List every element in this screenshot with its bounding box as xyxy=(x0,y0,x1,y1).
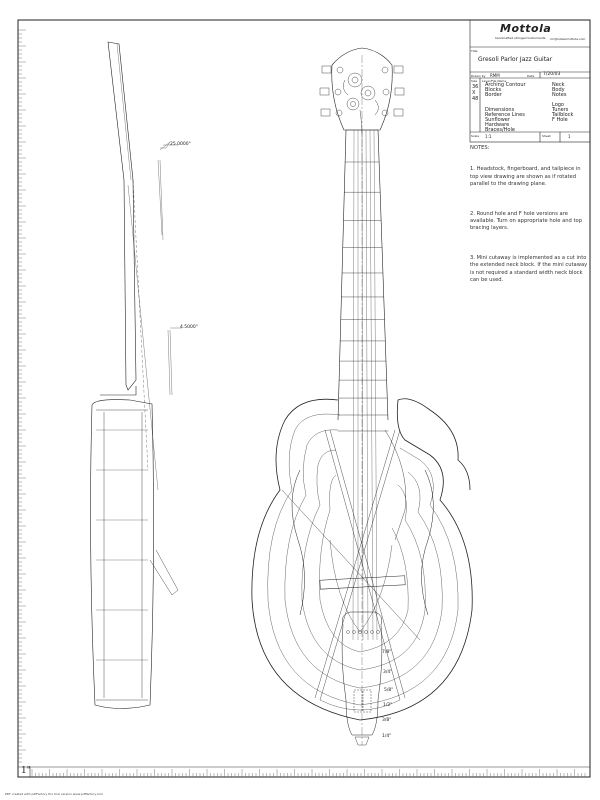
layer-name: Notes xyxy=(552,92,567,98)
layer-name: Braces/Hole xyxy=(485,127,515,133)
layer-name: F Hole xyxy=(552,117,568,123)
layer-name: Body xyxy=(552,87,565,93)
layer-name: Arching Contour xyxy=(485,82,526,88)
contour-label: 1/2" xyxy=(383,703,393,708)
note-1: 1. Headstock, fingerboard, and tailpiece… xyxy=(470,166,581,188)
layer-name: Border xyxy=(485,92,502,98)
layer-name: Tuners xyxy=(552,107,569,113)
ruler-label: 1" xyxy=(21,766,31,776)
contour-label: 3/8" xyxy=(382,718,392,723)
sunflower-inlay xyxy=(342,72,379,136)
layers-label: Layer/File Name xyxy=(482,79,507,83)
title-block-frame xyxy=(469,19,591,143)
layer-name: Sunflower xyxy=(485,117,510,123)
scale: 1:1 xyxy=(485,134,492,139)
layer-name: Blocks xyxy=(485,87,502,93)
layer-name: Reference Lines xyxy=(485,112,525,118)
sheet: 1 xyxy=(568,134,571,139)
layers-col2: Neck Body Notes Logo Tuners Tailblock F … xyxy=(552,83,573,123)
date-label: Date xyxy=(527,74,535,78)
layers-col1: Arching Contour Blocks Border Dimensions… xyxy=(485,83,526,133)
contour-label: 5/8" xyxy=(384,688,394,693)
contour-label: 1/4" xyxy=(382,734,392,739)
layer-name: Dimensions xyxy=(485,107,515,113)
layer-name: Tailblock xyxy=(552,112,574,118)
contour-label: 3/4" xyxy=(383,670,393,675)
notes-heading: NOTES: xyxy=(470,145,490,151)
drawn-by: RMM xyxy=(490,73,500,78)
logo-tagline: handcrafted stringed instruments xyxy=(495,36,546,40)
left-ruler xyxy=(18,29,26,763)
size-value: X xyxy=(472,90,476,96)
note-3: 3. Mini cutaway is implemented as a cut … xyxy=(470,254,588,284)
drawing-title: Gresoli Parlor Jazz Guitar xyxy=(478,56,553,63)
size-label: Size xyxy=(471,79,478,83)
front-view xyxy=(251,47,473,746)
note-2: 2. Round hole and F hole versions are av… xyxy=(470,210,582,232)
scale-label: Scale xyxy=(471,134,480,138)
sheet-label: Sheet xyxy=(542,134,551,138)
footer-text: PDF created with pdfFactory Pro trial ve… xyxy=(5,792,104,796)
layer-name: Logo xyxy=(552,102,564,108)
size-value: 48 xyxy=(472,96,479,102)
contour-label: 7/8" xyxy=(382,650,392,655)
bottom-ruler xyxy=(31,769,586,777)
sheet-border xyxy=(17,19,591,778)
title-label: Title xyxy=(471,49,478,53)
logo: Mottola xyxy=(500,22,552,35)
notes: NOTES: 1. Headstock, fingerboard, and ta… xyxy=(470,145,588,306)
drawn-by-label: Drawn by xyxy=(471,74,486,78)
size-value: 36 xyxy=(472,84,479,90)
layer-name: Hardware xyxy=(485,122,510,128)
fingerboard-angle-dimension: 4.5000° xyxy=(180,325,198,330)
date: 7/20/03 xyxy=(543,72,561,77)
side-view xyxy=(90,41,182,709)
layer-name: Neck xyxy=(552,82,565,88)
neck-angle-dimension: 25.0000° xyxy=(170,142,191,147)
size: 36 X 48 xyxy=(472,84,478,102)
email: rm@liutaiomottola.com xyxy=(550,37,586,41)
